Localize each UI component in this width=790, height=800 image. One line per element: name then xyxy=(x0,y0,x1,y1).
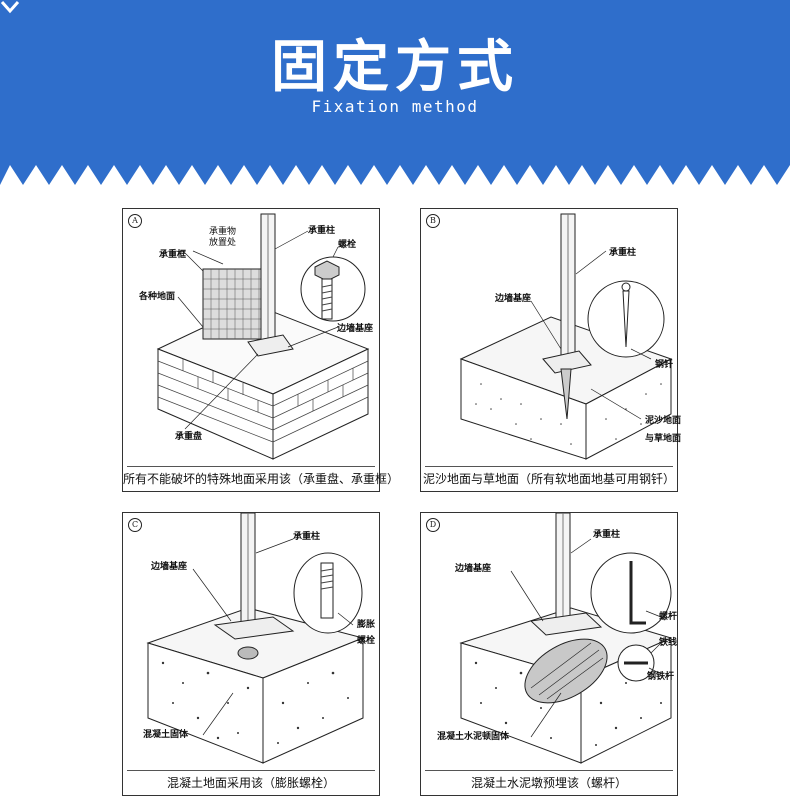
panel-a-illustration xyxy=(156,213,370,460)
chevron-down-icon xyxy=(0,1,20,14)
label-load-plate: 承重盘 xyxy=(175,432,203,442)
label-ground: 各种地面 xyxy=(139,292,176,302)
panel-d-mark: D xyxy=(426,518,440,532)
panel-expansion-bolt: C 承重柱 边墙基座 膨胀 螺栓 混凝土固体 混凝土地面采用该（膨胀螺栓） xyxy=(122,512,380,796)
label-load-post: 承重柱 xyxy=(593,530,621,540)
label-rebar: 钢铁杆 xyxy=(647,672,675,682)
header-background xyxy=(0,0,790,185)
panel-b-mark: B xyxy=(426,214,440,228)
panel-c-mark: C xyxy=(128,518,142,532)
panel-a-caption: 所有不能破坏的特殊地面采用该（承重盘、承重框） xyxy=(123,472,400,486)
caption-frame xyxy=(127,466,375,489)
label-base: 边墙基座 xyxy=(495,294,532,304)
label-steel-nail: 钢钎 xyxy=(655,360,674,370)
panel-d-caption: 混凝土水泥墩预埋该（螺杆） xyxy=(470,776,627,790)
panel-a-mark: A xyxy=(128,214,142,228)
label-load-frame: 承重框 xyxy=(159,250,187,260)
caption-frame xyxy=(127,770,375,793)
label-concrete: 混凝土固体 xyxy=(143,730,189,740)
label-screw-rod: 螺杆 xyxy=(659,612,678,622)
label-load-post: 承重柱 xyxy=(609,248,637,258)
page-subtitle: Fixation method xyxy=(311,97,479,116)
panel-b-caption: 泥沙地面与草地面（所有软地面地基可用钢钎） xyxy=(422,472,675,486)
caption-frame xyxy=(425,770,673,793)
label-grass-ground: 与草地面 xyxy=(645,434,682,444)
label-load-post: 承重柱 xyxy=(308,226,336,236)
panel-screw-rod: D 承重柱 边墙基座 螺杆 铁线 钢铁杆 混凝土水泥顿固体 混凝土水泥墩预埋该（… xyxy=(420,512,678,796)
label-expansion-1: 膨胀 xyxy=(357,620,376,630)
label-load-post: 承重柱 xyxy=(293,532,321,542)
label-load-place: 承重物 放置处 xyxy=(209,227,237,248)
panel-c-illustration xyxy=(146,513,365,764)
label-base: 边墙基座 xyxy=(337,324,374,334)
label-sand-ground: 泥沙地面 xyxy=(645,416,682,426)
label-base: 边墙基座 xyxy=(151,562,188,572)
header-banner: 固定方式 Fixation method xyxy=(0,0,790,200)
label-concrete-block: 混凝土水泥顿固体 xyxy=(437,732,510,742)
label-bolt: 螺栓 xyxy=(338,240,357,250)
panel-d-illustration xyxy=(459,513,673,764)
label-base: 边墙基座 xyxy=(455,564,492,574)
panel-c-caption: 混凝土地面采用该（膨胀螺栓） xyxy=(166,776,335,790)
label-wire: 铁线 xyxy=(659,638,678,648)
label-expansion-2: 螺栓 xyxy=(357,636,376,646)
panel-b-illustration xyxy=(459,213,673,460)
panel-steel-nail: B 承重柱 边墙基座 钢钎 泥沙地面 与草地面 泥沙地面与草地面（所有软地面地基… xyxy=(420,208,682,492)
caption-frame xyxy=(425,466,673,489)
panel-load-plate: A 承重物 放置处 承重柱 承重框 螺栓 各种地面 边墙基座 承重盘 所有不能破… xyxy=(122,208,400,492)
page-title: 固定方式 xyxy=(271,35,519,100)
